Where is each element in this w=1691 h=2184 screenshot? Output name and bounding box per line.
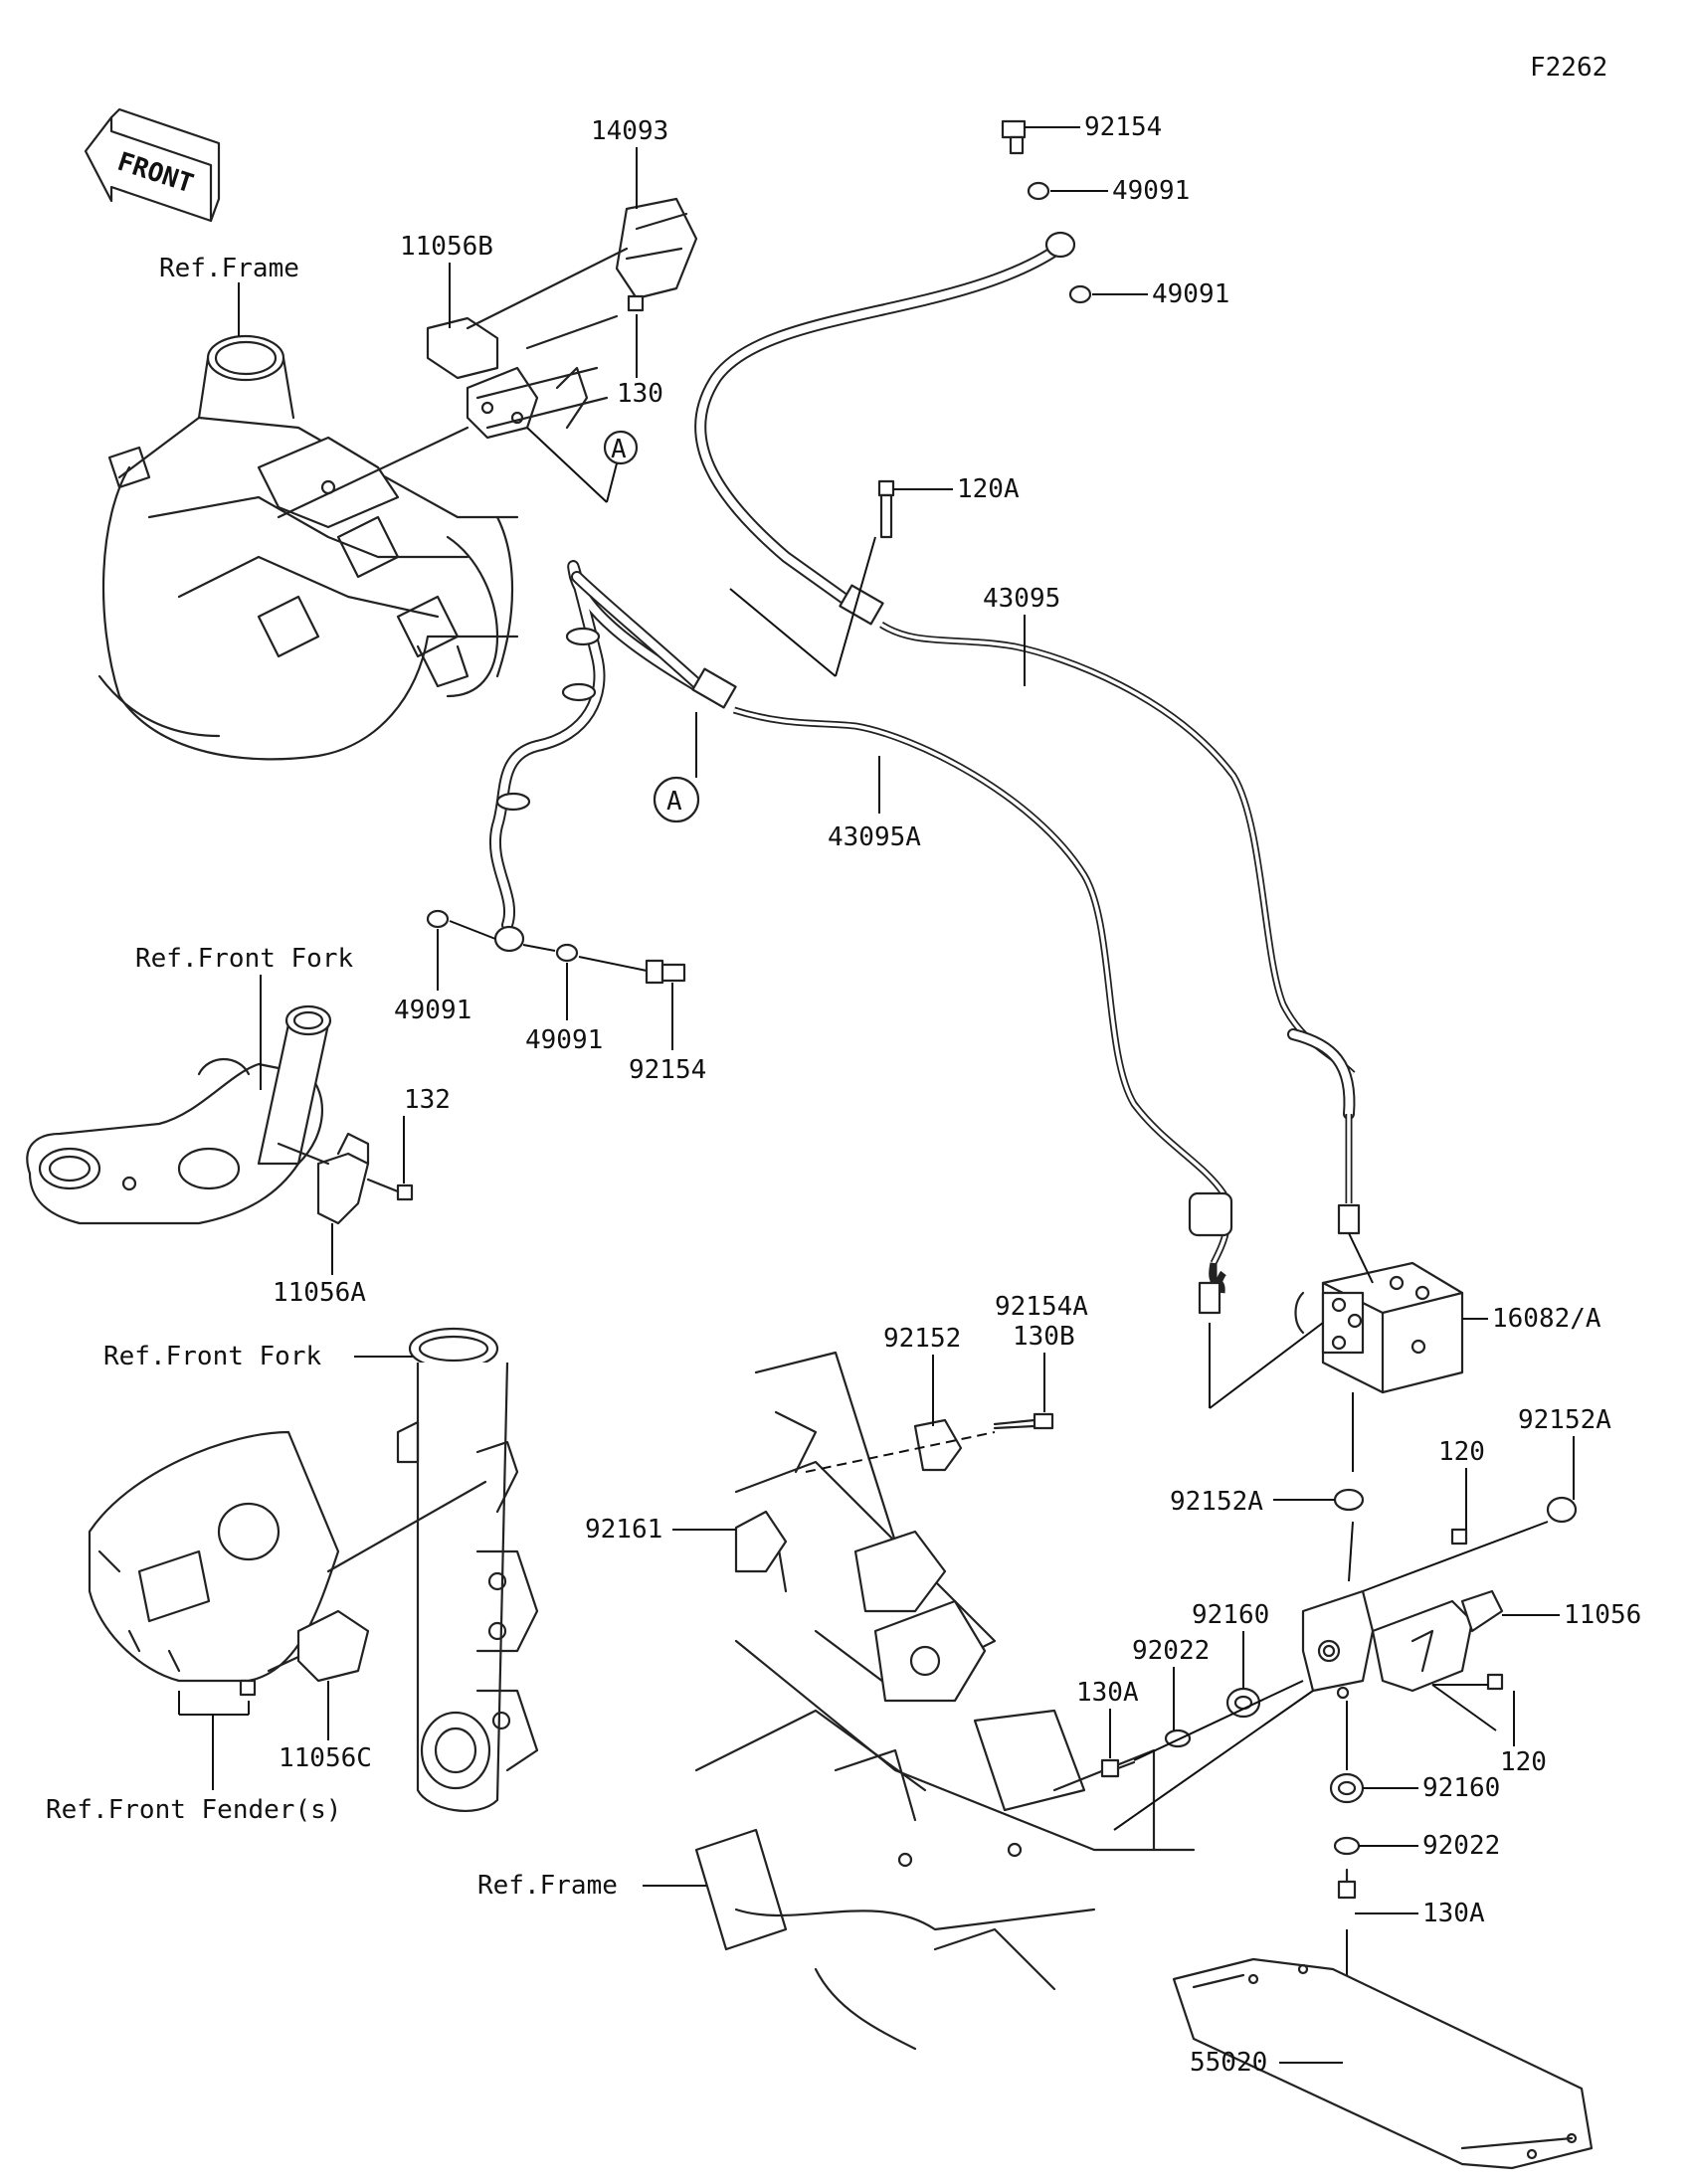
part-55020-label: 55020 <box>1190 2048 1267 2078</box>
brake-hose-43095A <box>489 560 1233 1315</box>
part-43095A-label: 43095A <box>828 822 921 852</box>
cover-55020 <box>1172 1957 1594 2170</box>
part-49091-mid2-label: 49091 <box>525 1025 603 1055</box>
part-49091-top2-label: 49091 <box>1152 279 1229 309</box>
part-14093-label: 14093 <box>591 116 668 146</box>
washer-49091-top1 <box>1027 181 1050 201</box>
bolt-132 <box>366 1178 414 1201</box>
bracket-11056 <box>1301 1589 1504 1700</box>
part-130-top-label: 130 <box>617 379 663 409</box>
part-130A-left-label: 130A <box>1076 1678 1139 1708</box>
callout-a-mid-circle <box>653 776 700 823</box>
part-92152-label: 92152 <box>883 1324 961 1354</box>
front-arrow-icon: FRONT <box>84 107 221 223</box>
bolt-120-top <box>1450 1528 1468 1546</box>
part-92154-top-label: 92154 <box>1084 112 1162 142</box>
bolt-130-top <box>525 294 645 350</box>
bolt-130A-bottom <box>1337 1868 1357 1900</box>
callout-a-top-circle <box>603 430 639 465</box>
callout-a-mid: A <box>666 787 682 817</box>
ref-frame-bottom-label: Ref.Frame <box>477 1871 618 1901</box>
part-92022-bottom-label: 92022 <box>1422 1831 1500 1861</box>
ref-frame-top-label: Ref.Frame <box>159 254 299 283</box>
part-92154A-label: 92154A <box>995 1292 1088 1322</box>
part-49091-top1-label: 49091 <box>1112 176 1190 206</box>
part-120A-label: 120A <box>957 474 1020 504</box>
part-11056-label: 11056 <box>1564 1600 1641 1630</box>
part-11056A-label: 11056A <box>273 1278 366 1308</box>
part-16082A-label: 16082/A <box>1492 1304 1601 1334</box>
bolt-130A-left <box>1100 1758 1136 1778</box>
front-fork-lower <box>396 1327 539 1812</box>
ref-front-fork-2-label: Ref.Front Fork <box>103 1342 321 1371</box>
part-92152A-right-label: 92152A <box>1518 1405 1611 1435</box>
callout-a-top: A <box>611 435 627 464</box>
frame-bottom <box>694 1351 1196 2051</box>
front-fork-upper <box>26 1004 332 1225</box>
bolt-120A <box>877 479 895 539</box>
bolt-fender <box>239 1679 257 1697</box>
washer-49091-top2 <box>1068 284 1092 304</box>
clamp-14093 <box>466 197 698 330</box>
part-120-top-label: 120 <box>1438 1437 1485 1467</box>
frame-top-left <box>97 334 519 761</box>
front-fender <box>88 1430 487 1683</box>
part-92022-top-label: 92022 <box>1132 1636 1210 1666</box>
bolt-130B <box>993 1412 1054 1430</box>
clip-92161 <box>734 1510 788 1573</box>
part-11056B-label: 11056B <box>400 232 493 262</box>
washer-49091-mid2 <box>555 943 579 963</box>
part-130A-bottom-label: 130A <box>1422 1899 1485 1928</box>
banjo-bolt-92154-mid <box>645 959 686 985</box>
banjo-bolt-92154-top <box>1001 119 1027 155</box>
part-92161-label: 92161 <box>585 1515 662 1545</box>
grommet-92152A-right <box>1546 1496 1578 1524</box>
clamp-11056C <box>267 1609 370 1683</box>
part-92160-top-label: 92160 <box>1192 1600 1269 1630</box>
part-43095-label: 43095 <box>983 584 1060 614</box>
bracket-11056B <box>277 316 609 519</box>
part-92154-mid-label: 92154 <box>629 1055 706 1085</box>
grommet-92152A-left <box>1333 1488 1365 1512</box>
washer-92022-bottom <box>1333 1836 1361 1856</box>
part-132-label: 132 <box>404 1085 451 1115</box>
ref-front-fender-label: Ref.Front Fender(s) <box>46 1795 341 1825</box>
clamp-11056A <box>277 1132 370 1225</box>
part-49091-mid1-label: 49091 <box>394 996 471 1025</box>
bolt-120-bottom <box>1486 1673 1504 1691</box>
abs-unit-16082A <box>1294 1261 1464 1394</box>
part-130B-label: 130B <box>1013 1322 1075 1352</box>
damper-92160-bottom <box>1329 1772 1365 1804</box>
washer-49091-mid1 <box>426 909 450 929</box>
diagram-code: F2262 <box>1530 53 1607 83</box>
part-11056C-label: 11056C <box>279 1743 372 1773</box>
part-92152A-left-label: 92152A <box>1170 1487 1263 1517</box>
brake-hose-43095 <box>694 231 1361 1235</box>
part-120-bottom-label: 120 <box>1500 1747 1547 1777</box>
part-92160-bottom-label: 92160 <box>1422 1773 1500 1803</box>
ref-front-fork-1-label: Ref.Front Fork <box>135 944 353 974</box>
